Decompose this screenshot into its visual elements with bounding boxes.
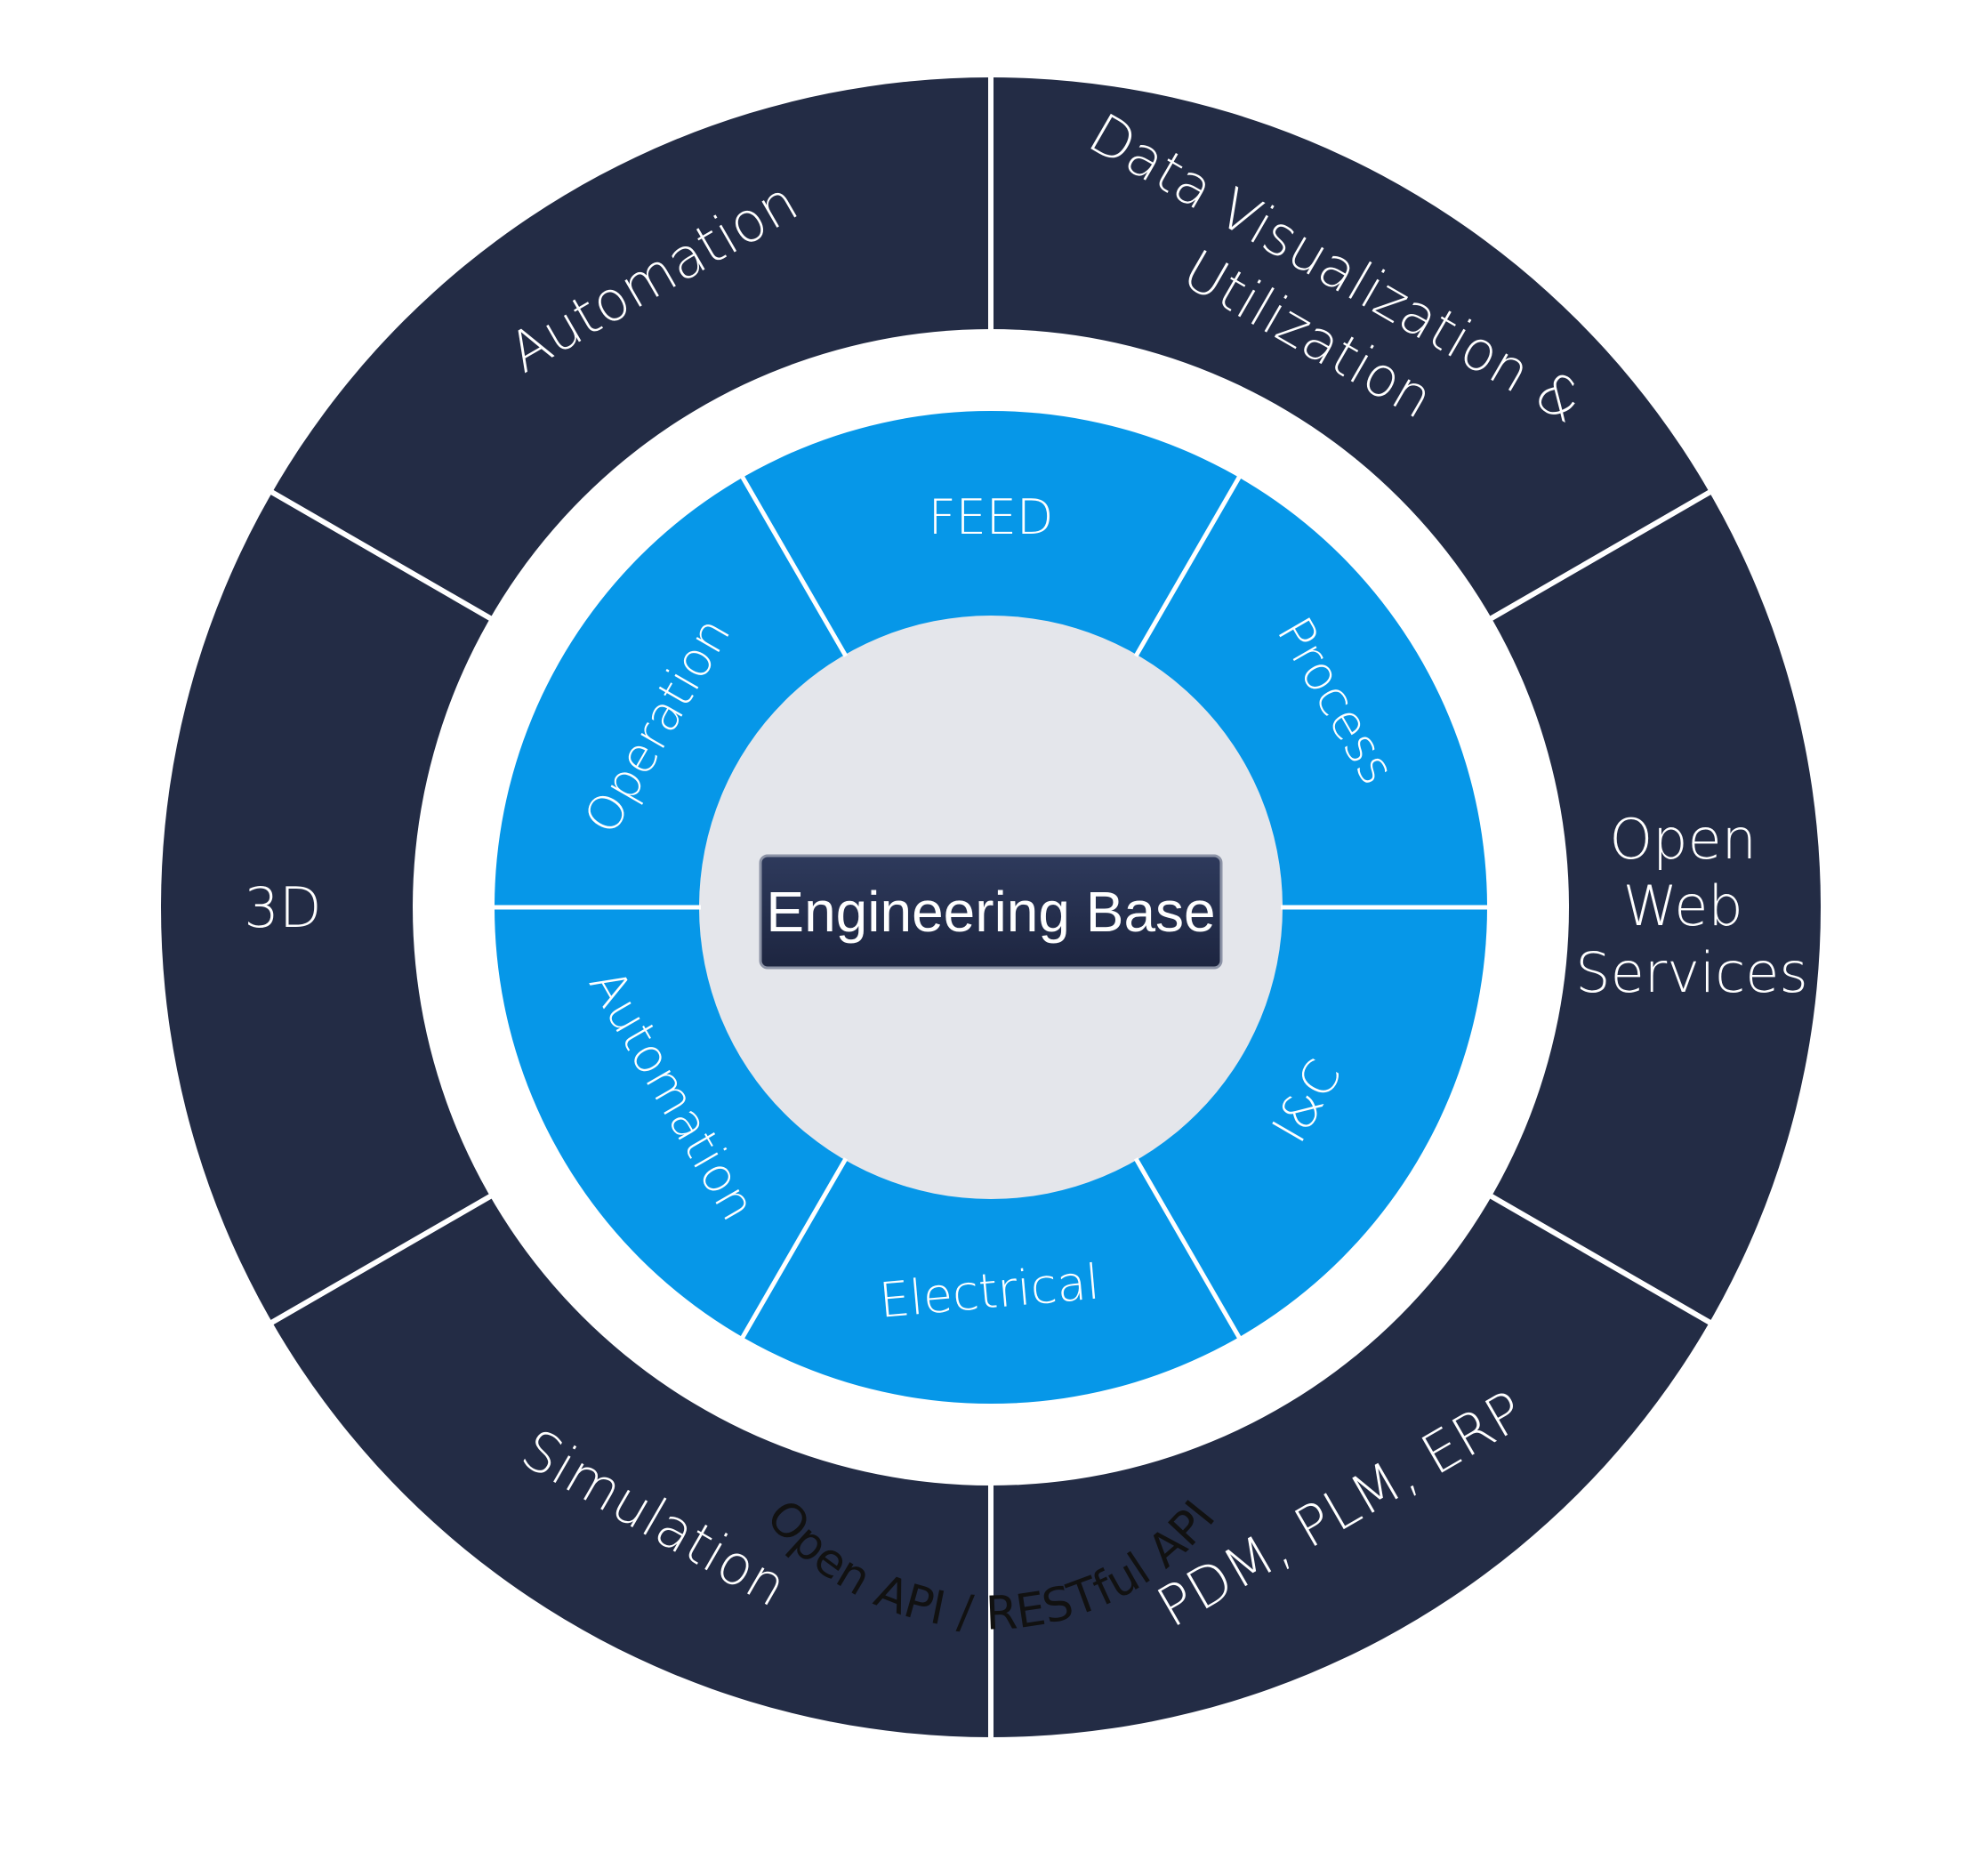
outer-label-3d: 3D <box>244 875 321 940</box>
center-label: Engineering Base <box>766 880 1215 944</box>
inner-divider-3 <box>739 1157 849 1341</box>
outer-divider-5 <box>265 487 495 623</box>
outer-divider-2 <box>1486 1192 1717 1328</box>
outer-divider-1 <box>1486 487 1717 623</box>
center-badge: Engineering Base <box>759 854 1223 970</box>
outer-label-open-web-services: Open Web Services <box>1575 807 1807 1005</box>
inner-divider-0 <box>1133 474 1243 657</box>
inner-divider-2 <box>1133 1157 1243 1341</box>
outer-divider-4 <box>265 1192 495 1328</box>
dividers <box>265 71 1717 1743</box>
inner-divider-5 <box>739 474 849 657</box>
inner-label-feed: FEED <box>929 489 1054 545</box>
